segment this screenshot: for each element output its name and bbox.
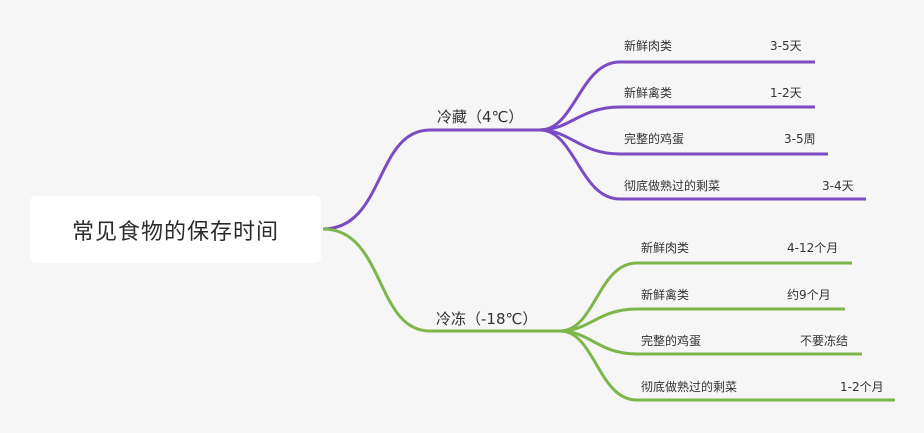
freezer-leaf-connector (559, 329, 895, 402)
leaf-topic-value: 1-2天 (770, 86, 802, 100)
branch-topic-freezer[interactable]: 冷冻（-18℃） (436, 310, 538, 328)
freezer-leaf-connector (559, 307, 845, 333)
fridge-leaf-connector (539, 128, 866, 201)
fridge-leaf-connector (539, 105, 815, 132)
leaf-topic-name[interactable]: 新鲜禽类 (624, 86, 673, 100)
leaf-topic-name[interactable]: 新鲜禽类 (641, 288, 690, 302)
leaf-topic-value: 不要冻结 (800, 334, 849, 348)
leaf-topic-value: 3-4天 (822, 179, 854, 193)
central-topic-title: 常见食物的保存时间 (71, 219, 279, 245)
leaf-topic-name[interactable]: 彻底做熟过的剩菜 (624, 179, 721, 193)
root-to-fridge-connector (322, 128, 548, 231)
leaf-topic-value: 4-12个月 (787, 241, 839, 255)
leaf-topic-name[interactable]: 完整的鸡蛋 (624, 132, 685, 146)
leaf-topic-name[interactable]: 新鲜肉类 (641, 241, 690, 255)
central-topic[interactable]: 常见食物的保存时间 (30, 196, 321, 263)
leaf-topic-name[interactable]: 彻底做熟过的剩菜 (641, 380, 738, 394)
leaf-topic-value: 1-2个月 (840, 380, 884, 394)
fridge-leaf-connector (539, 60, 815, 132)
leaf-topic-name[interactable]: 新鲜肉类 (624, 39, 673, 53)
leaf-topic-value: 3-5周 (784, 132, 816, 146)
leaf-topic-value: 约9个月 (787, 288, 831, 302)
freezer-leaf-connector (559, 261, 852, 333)
leaf-topic-value: 3-5天 (770, 39, 802, 53)
root-to-freezer-connector (322, 227, 568, 333)
leaf-topic-name[interactable]: 完整的鸡蛋 (641, 334, 702, 348)
branch-topic-fridge[interactable]: 冷藏（4℃） (437, 108, 524, 126)
